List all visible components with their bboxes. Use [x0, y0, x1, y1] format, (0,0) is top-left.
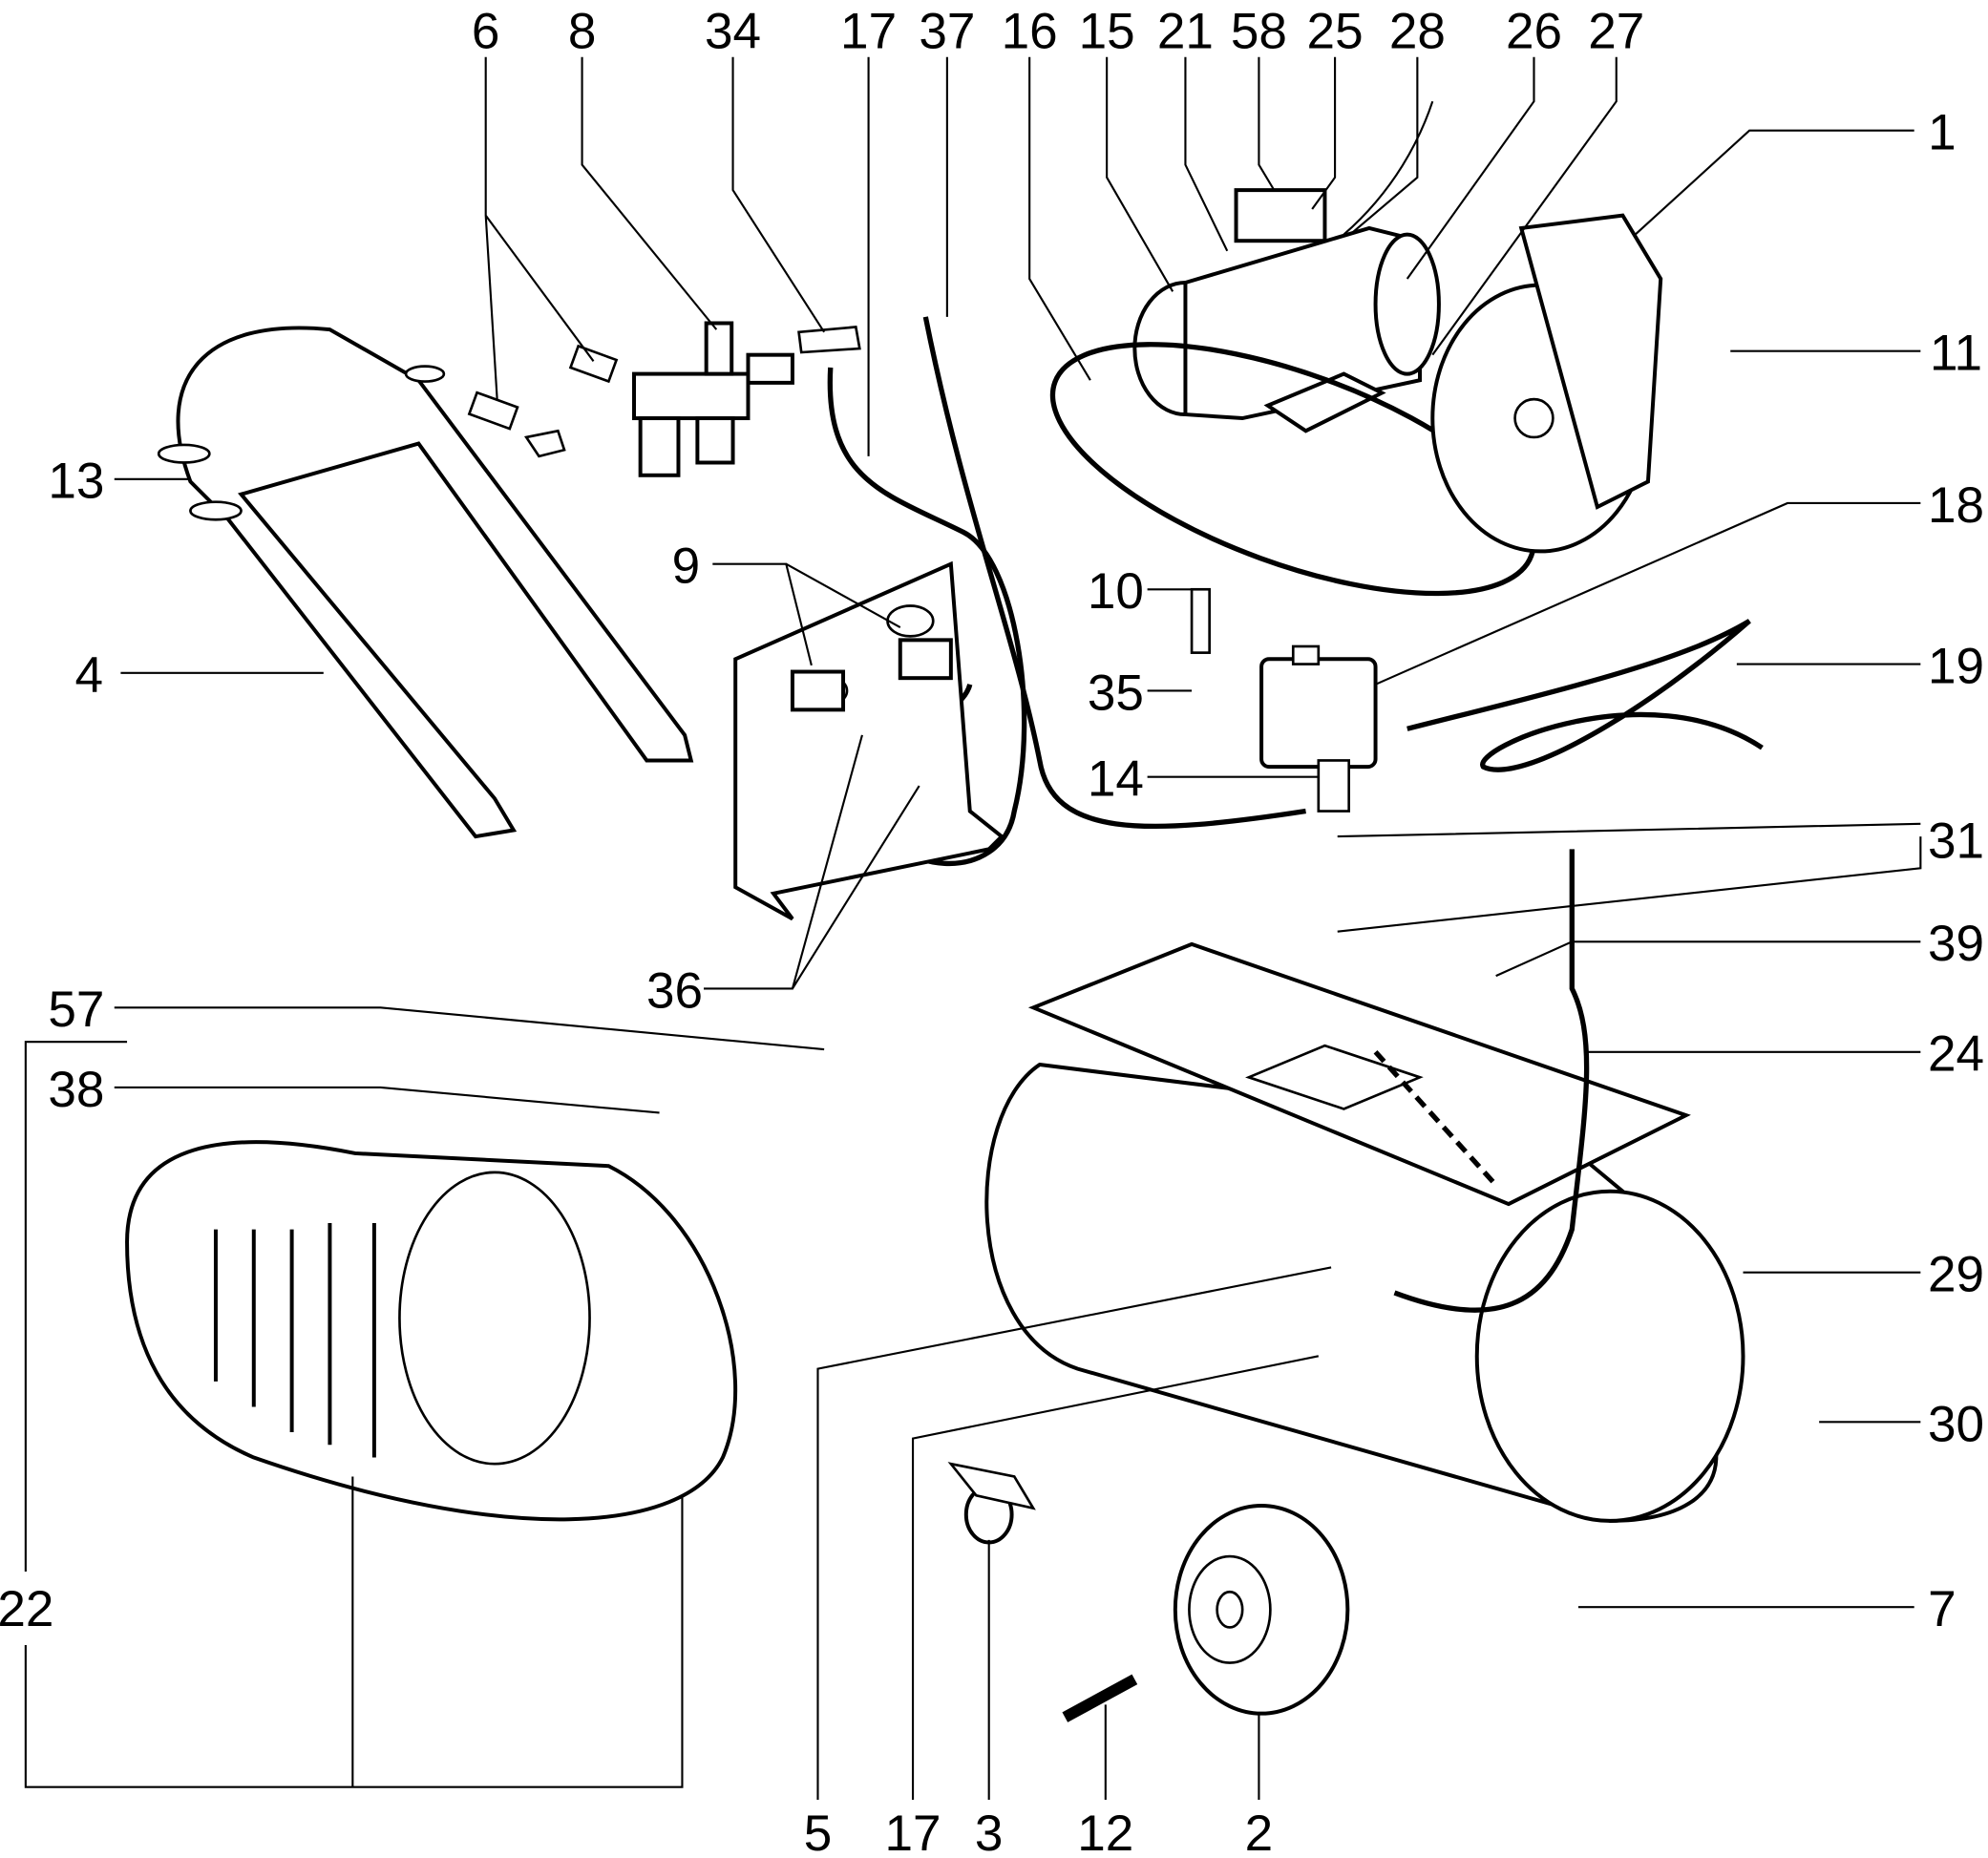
label-28: 28	[1389, 3, 1446, 59]
label-4: 4	[74, 647, 103, 704]
labels-right: 1 11 18 19 31 39 24 29 30 7	[1928, 105, 1984, 1637]
pump-part	[1430, 213, 1663, 554]
label-35: 35	[1088, 665, 1144, 721]
label-18: 18	[1928, 477, 1984, 534]
label-24: 24	[1928, 1026, 1984, 1083]
label-3: 3	[975, 1805, 1004, 1858]
label-22: 22	[0, 1581, 53, 1637]
label-37: 37	[919, 3, 975, 59]
label-14: 14	[1088, 751, 1144, 808]
label-1: 1	[1928, 105, 1956, 161]
label-6: 6	[472, 3, 500, 59]
labels-bottom: 5 17 3 12 2	[804, 1805, 1273, 1858]
label-29: 29	[1928, 1247, 1984, 1303]
label-19: 19	[1928, 638, 1984, 694]
label-17-top: 17	[840, 3, 897, 59]
label-10: 10	[1088, 563, 1144, 620]
belt-part	[1049, 342, 1536, 597]
label-34: 34	[705, 3, 761, 59]
label-27: 27	[1588, 3, 1644, 59]
label-15: 15	[1079, 3, 1135, 59]
label-57: 57	[48, 982, 104, 1038]
label-36: 36	[646, 962, 703, 1019]
labels-middle: 9 10 35 14 36	[646, 538, 1144, 1020]
label-39: 39	[1928, 916, 1984, 972]
label-31: 31	[1928, 813, 1984, 870]
castor-part	[947, 1462, 1036, 1545]
label-21: 21	[1157, 3, 1214, 59]
labels-top: 6 8 34 17 37 16 15 21 58 25 28 26 27	[472, 3, 1644, 59]
filter-regulator-part	[632, 321, 794, 477]
couplings-part	[467, 344, 619, 458]
bolt-part	[1062, 1674, 1138, 1722]
wheel-part	[1173, 1503, 1350, 1716]
tank-part	[984, 849, 1745, 1523]
label-26: 26	[1506, 3, 1562, 59]
label-12: 12	[1077, 1805, 1133, 1858]
label-9: 9	[672, 538, 701, 595]
power-cord-part	[1406, 619, 1764, 772]
label-13: 13	[48, 454, 104, 510]
label-5: 5	[804, 1805, 833, 1858]
leader-lines	[24, 56, 1922, 1800]
label-11: 11	[1930, 326, 1982, 382]
label-17-bottom: 17	[885, 1805, 941, 1858]
label-8: 8	[568, 3, 597, 59]
motor-part	[1132, 100, 1441, 433]
label-25: 25	[1307, 3, 1364, 59]
label-30: 30	[1928, 1396, 1984, 1452]
label-16: 16	[1002, 3, 1058, 59]
belt-guard-part	[125, 1140, 737, 1522]
label-2: 2	[1245, 1805, 1274, 1858]
label-7: 7	[1928, 1581, 1956, 1637]
label-58: 58	[1231, 3, 1287, 59]
pressure-switch-part	[1190, 587, 1378, 813]
label-38: 38	[48, 1062, 104, 1118]
labels-left: 13 4 57 38 22	[0, 454, 104, 1637]
valve-bracket-part	[733, 560, 1005, 921]
handle-part	[157, 326, 694, 839]
